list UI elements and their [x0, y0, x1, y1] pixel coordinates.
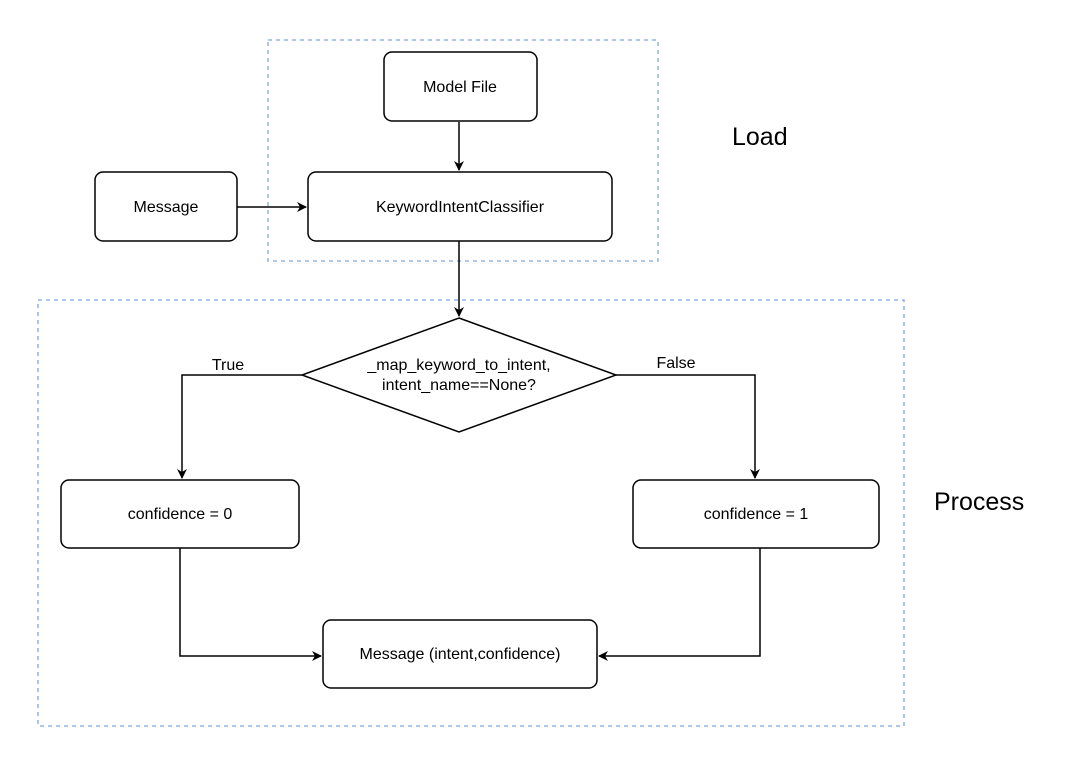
decision-label-line2: intent_name==None? — [382, 377, 536, 394]
message-input-label: Message — [134, 199, 199, 216]
model-file-node: Model File — [383, 51, 538, 122]
confidence-zero-node: confidence = 0 — [60, 479, 300, 549]
false-label: False — [656, 355, 695, 372]
decision-label-line1: _map_keyword_to_intent, — [366, 357, 550, 374]
edge-false — [616, 374, 760, 479]
edge-zero-to-output — [179, 548, 322, 661]
message-output-label: Message (intent,confidence) — [360, 646, 561, 663]
process-label: Process — [934, 488, 1024, 516]
edge-true — [177, 374, 302, 479]
message-output-node: Message (intent,confidence) — [322, 619, 598, 689]
classifier-node: KeywordIntentClassifier — [307, 171, 613, 242]
confidence-zero-label: confidence = 0 — [128, 506, 233, 523]
load-label: Load — [732, 123, 788, 151]
confidence-one-node: confidence = 1 — [632, 479, 880, 549]
model-file-label: Model File — [423, 79, 497, 96]
decision-node: _map_keyword_to_intent, intent_name==Non… — [299, 317, 619, 433]
load-region — [267, 39, 659, 262]
edge-one-to-output — [598, 548, 761, 661]
process-region — [37, 299, 905, 727]
true-label: True — [212, 357, 244, 374]
confidence-one-label: confidence = 1 — [704, 506, 809, 523]
classifier-label: KeywordIntentClassifier — [376, 199, 545, 216]
message-input-node: Message — [94, 171, 238, 242]
